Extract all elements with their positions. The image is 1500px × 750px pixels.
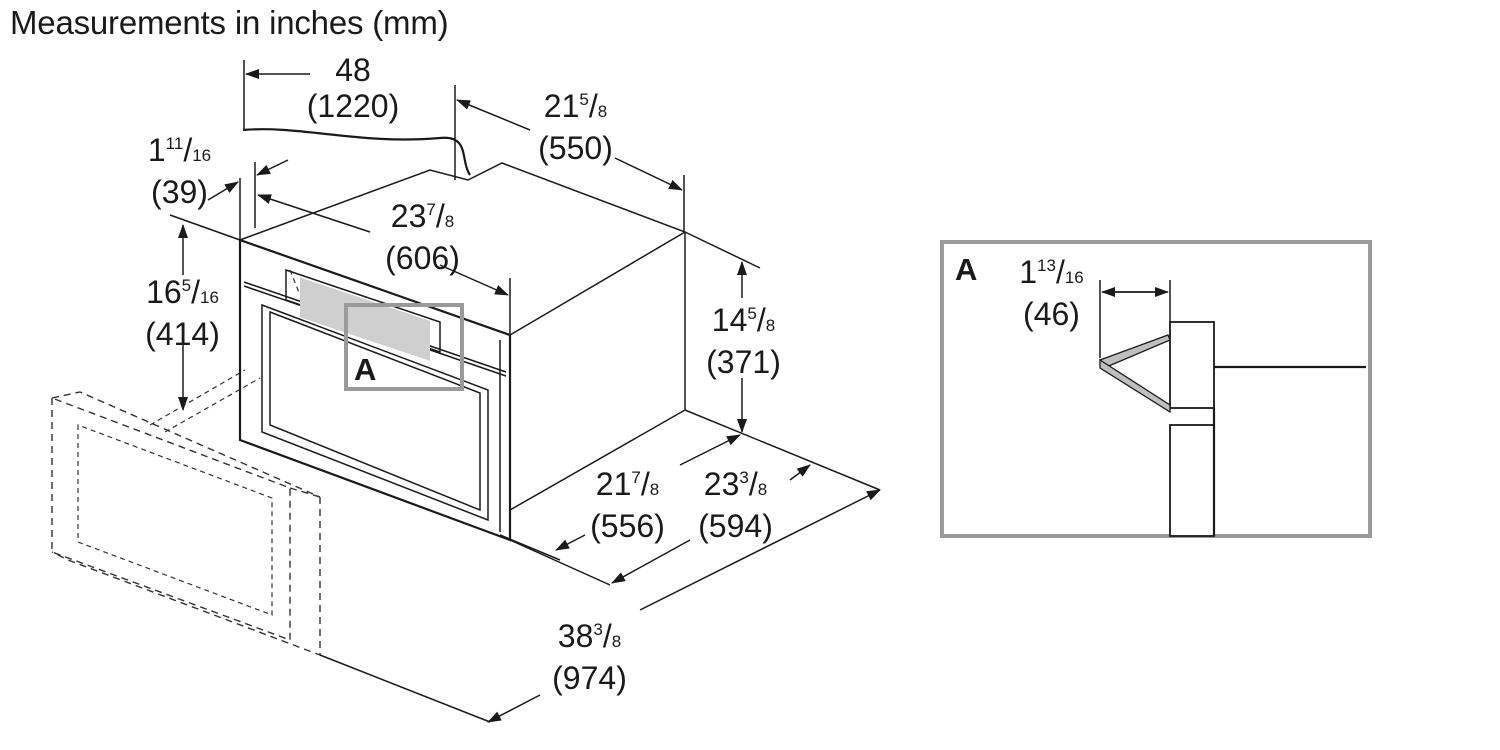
oven-body [238,162,687,542]
detail-marker-label: A [354,352,377,387]
dim-width-num: 7 [426,200,436,219]
dim-cord: 48 (1220) [298,52,408,124]
dim-height-left-whole: 16 [146,274,182,310]
dim-top-depth-den: 8 [597,102,608,121]
dim-height-right-whole: 14 [711,302,748,338]
dim-depth-body-den: 8 [649,480,660,499]
dim-door-open-den: 8 [611,632,622,651]
dim-height-left-mm: (414) [145,316,220,352]
extension-lines [169,60,881,723]
dim-height-right-num: 5 [747,304,757,323]
dim-depth-body-whole: 21 [595,466,632,502]
detail-panel-label: A [955,252,978,287]
dim-face-offset-mm: (39) [151,174,208,210]
open-door-outline [51,369,321,657]
dim-depth-total-den: 8 [757,480,768,499]
dim-door-open-whole: 38 [557,618,594,654]
dim-height-left: 165/16 (414) [145,274,220,352]
dim-width: 237/8 (606) [385,198,460,276]
dim-depth-total-whole: 23 [703,466,740,502]
dim-depth-total-mm: (594) [698,508,773,544]
dim-depth-total-num: 3 [739,468,749,487]
dim-detail-gap-mm: (46) [1023,296,1080,332]
dim-door-open-mm: (974) [552,660,627,696]
dimension-lines [178,69,881,723]
dim-top-depth: 215/8 (550) [538,88,613,166]
dim-height-right-den: 8 [765,316,776,335]
dim-depth-body: 217/8 (556) [590,466,665,544]
dim-face-offset-den: 16 [192,146,212,165]
detail-marker-box [344,303,464,391]
dim-face-offset-num: 11 [165,134,184,153]
dim-width-den: 8 [444,212,455,231]
power-cord [242,128,471,176]
page-title: Measurements in inches (mm) [10,4,449,41]
dim-cord-mm: (1220) [306,88,400,124]
dim-width-mm: (606) [385,240,460,276]
dim-depth-total: 233/8 (594) [698,466,773,544]
dim-width-whole: 23 [390,198,427,234]
dim-detail-gap: 113/16 (46) [1019,254,1084,332]
dim-detail-gap-whole: 1 [1019,254,1038,290]
dim-detail-gap-num: 13 [1037,256,1056,275]
dim-top-depth-whole: 21 [543,88,580,124]
dim-door-open-num: 3 [593,620,603,639]
dim-top-depth-num: 5 [579,90,589,109]
dim-top-depth-mm: (550) [538,130,613,166]
dim-depth-body-num: 7 [631,468,641,487]
dim-cord-inches: 48 [335,52,371,88]
detail-a-panel [940,240,1372,538]
dim-detail-gap-den: 16 [1064,268,1084,287]
dim-height-left-num: 5 [181,276,192,295]
dim-door-open: 383/8 (974) [552,618,627,696]
dim-height-left-den: 16 [200,288,219,307]
dim-face-offset: 111/16 (39) [147,132,212,210]
dim-height-right: 145/8 (371) [706,302,781,380]
dim-height-right-mm: (371) [706,344,781,380]
dim-depth-body-mm: (556) [590,508,665,544]
dim-face-offset-whole: 1 [147,132,166,168]
